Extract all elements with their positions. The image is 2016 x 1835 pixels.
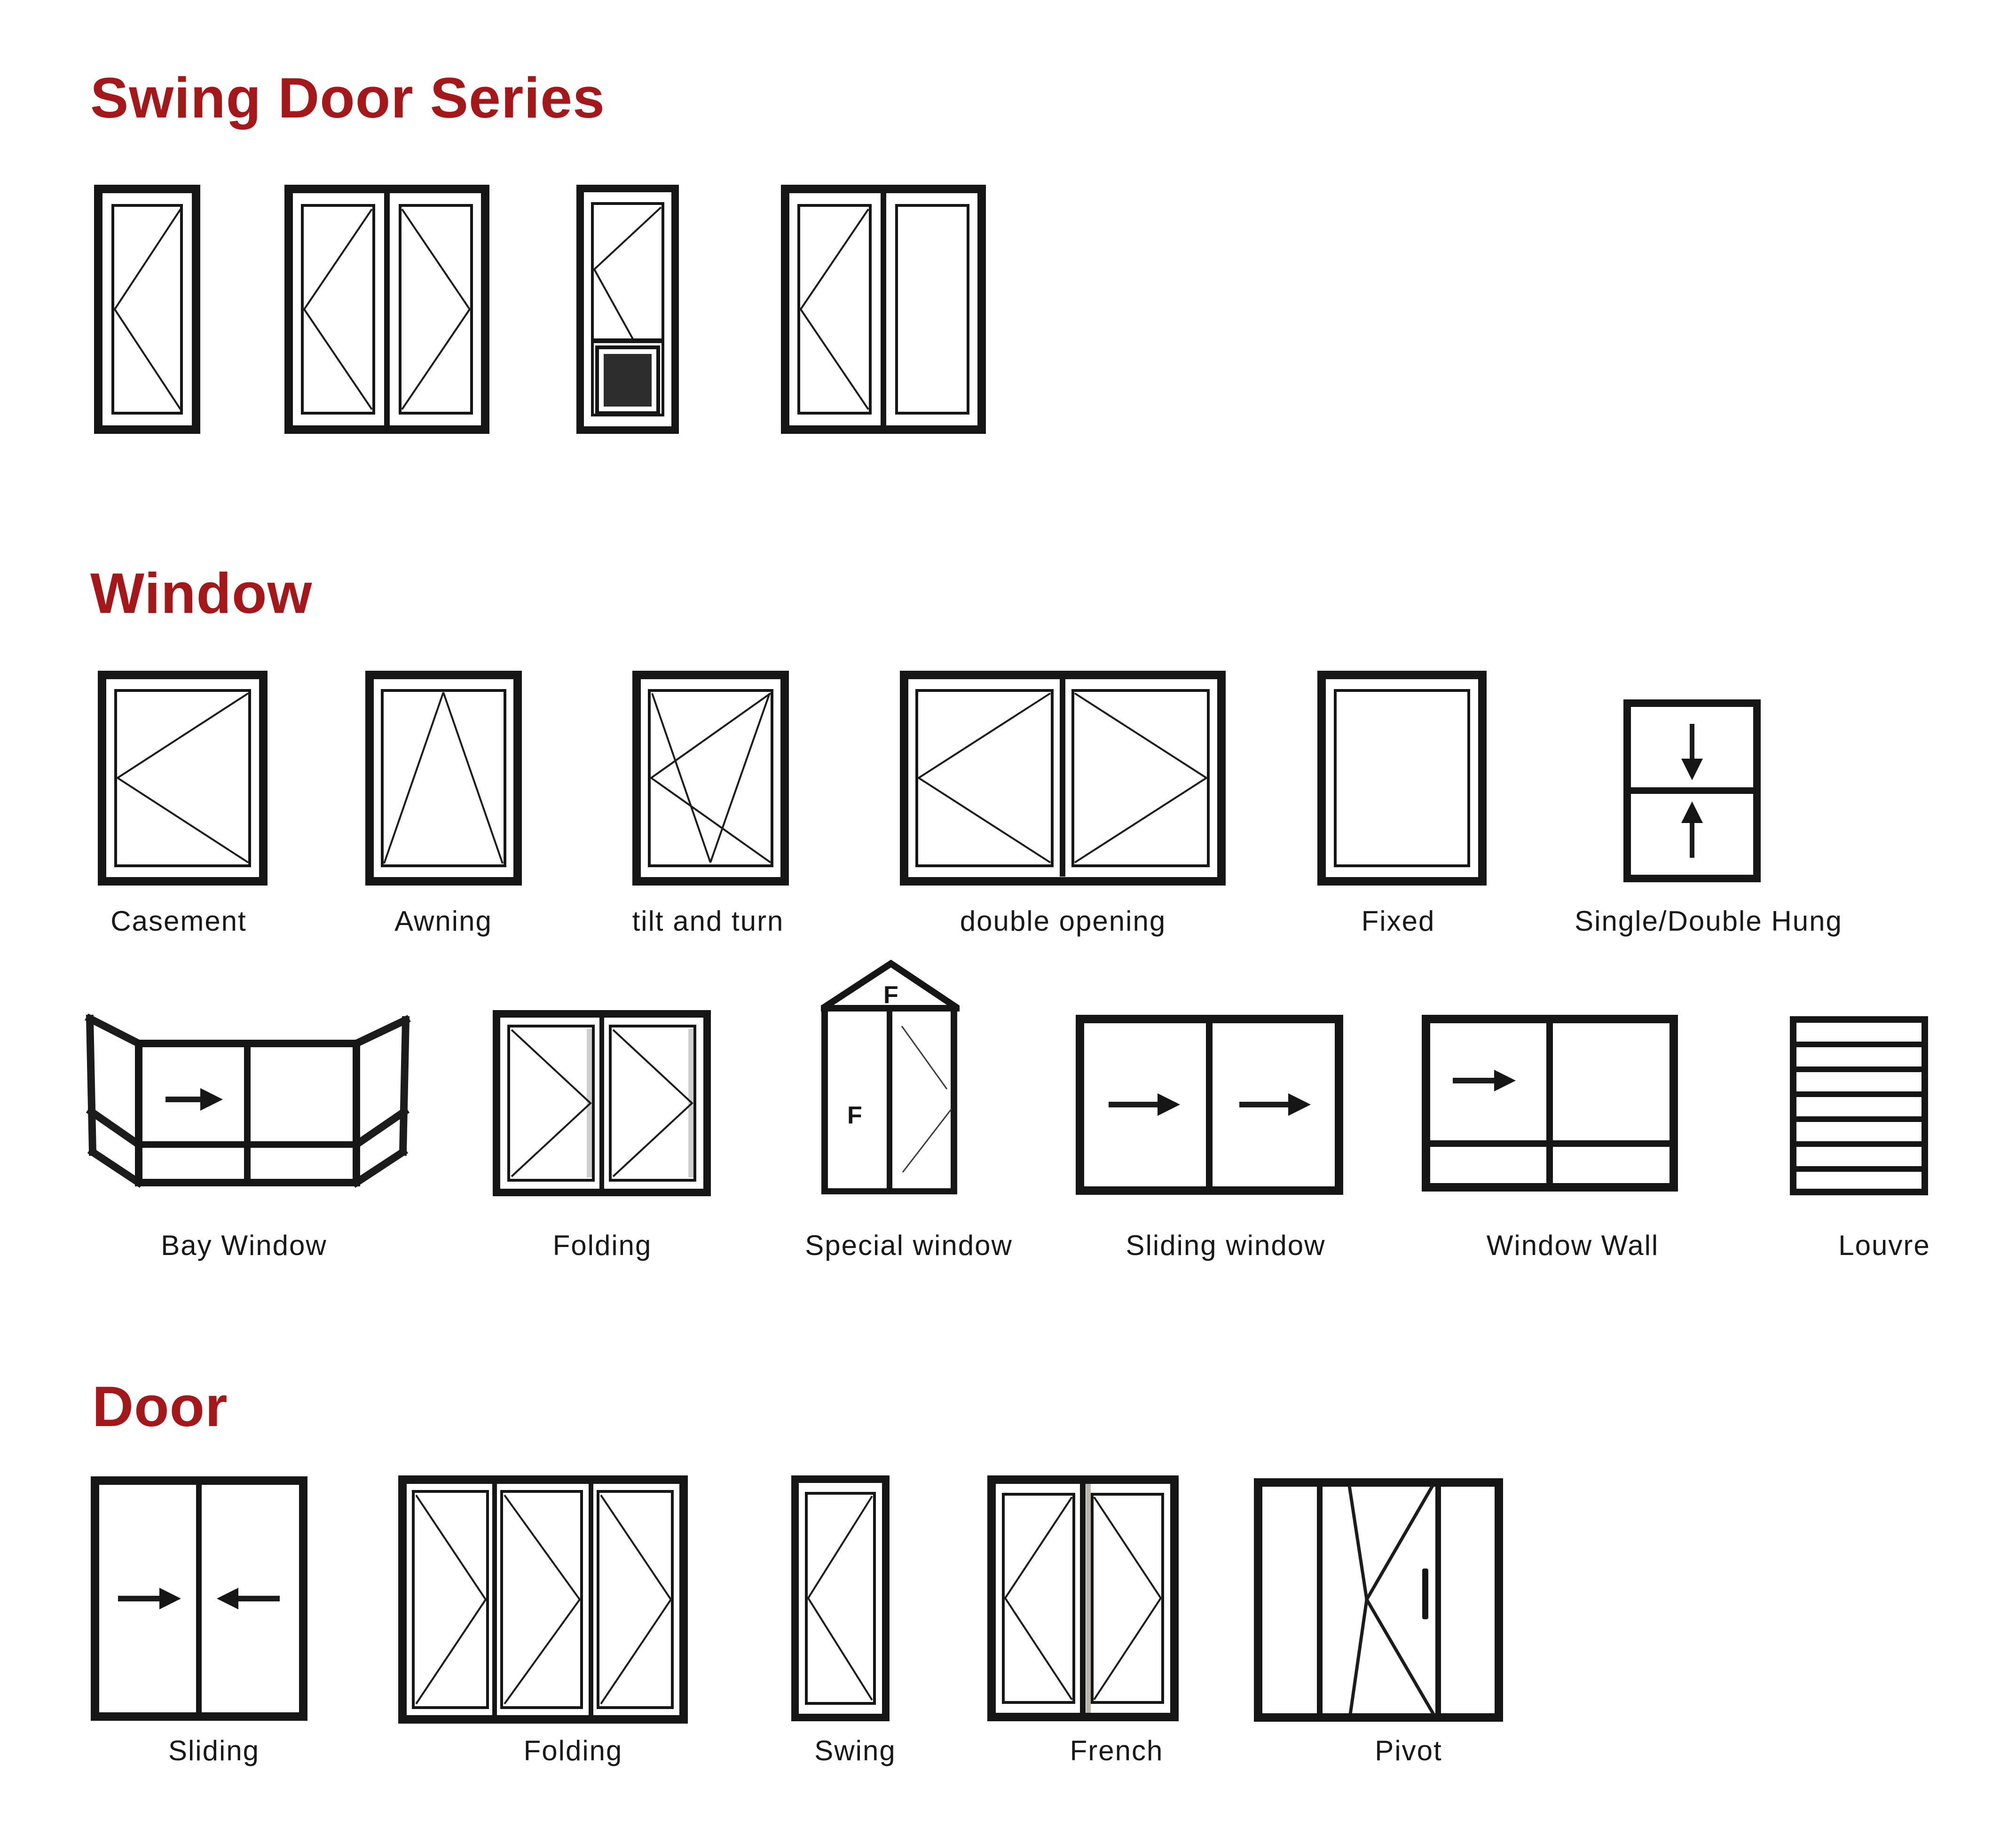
label-swing-door: Swing [814, 1735, 896, 1766]
french-door-icon [987, 1475, 1179, 1721]
sliding-door-icon [91, 1476, 307, 1721]
right-arrow-icon [1453, 1070, 1516, 1091]
folding-window-icon [493, 1010, 711, 1196]
label-bay-window: Bay Window [161, 1230, 327, 1261]
label-special-window: Special window [805, 1230, 1013, 1261]
label-sliding-window: Sliding window [1126, 1230, 1326, 1261]
casement-window-icon [98, 671, 268, 886]
single-double-hung-window-icon [1623, 699, 1761, 882]
label-sliding-door: Sliding [168, 1735, 260, 1766]
label-single-double-hung: Single/Double Hung [1575, 905, 1843, 937]
fixed-mark-top: F [883, 981, 898, 1009]
label-folding-window: Folding [552, 1230, 652, 1261]
window-title: Window [90, 561, 313, 625]
label-fixed: Fixed [1361, 905, 1435, 937]
double-opening-window-icon [900, 671, 1226, 886]
window-wall-icon [1422, 1015, 1678, 1192]
up-arrow-icon [1681, 801, 1703, 858]
folding-door-icon [398, 1475, 688, 1724]
sliding-window-icon [1076, 1015, 1343, 1195]
label-louvre: Louvre [1838, 1230, 1930, 1261]
label-window-wall: Window Wall [1486, 1230, 1659, 1261]
awning-window-icon [365, 671, 522, 886]
left-arrow-icon [217, 1588, 280, 1609]
door-title: Door [92, 1374, 228, 1438]
label-pivot-door: Pivot [1375, 1735, 1442, 1766]
solid-kick-panel [604, 354, 652, 407]
tilt-and-turn-window-icon [632, 671, 789, 886]
fixed-mark-left: F [847, 1102, 862, 1129]
double-swing-door-icon [284, 185, 489, 434]
bay-window-icon [85, 1013, 411, 1188]
right-arrow-icon [165, 1088, 223, 1111]
label-awning: Awning [394, 905, 492, 937]
door-handle-icon [1422, 1568, 1428, 1619]
label-tilt-and-turn: tilt and turn [632, 905, 784, 937]
right-arrow-icon [118, 1588, 181, 1609]
label-double-opening: double opening [960, 905, 1166, 937]
special-window-icon: F F [821, 960, 960, 1194]
swing-door-series-title: Swing Door Series [90, 66, 605, 130]
right-arrow-icon [1109, 1093, 1180, 1116]
single-swing-door-icon [94, 185, 200, 434]
right-arrow-icon [1239, 1093, 1311, 1116]
swing-door-solid-panel-icon [576, 185, 679, 434]
label-french-door: French [1070, 1735, 1164, 1766]
label-casement: Casement [110, 905, 247, 937]
pivot-door-icon [1254, 1478, 1503, 1722]
swing-door-icon [791, 1475, 890, 1721]
louvre-window-icon [1790, 1016, 1928, 1195]
down-arrow-icon [1681, 724, 1703, 780]
fixed-window-icon [1317, 671, 1487, 886]
label-folding-door: Folding [523, 1735, 623, 1766]
swing-door-with-sidelite-icon [781, 185, 986, 434]
